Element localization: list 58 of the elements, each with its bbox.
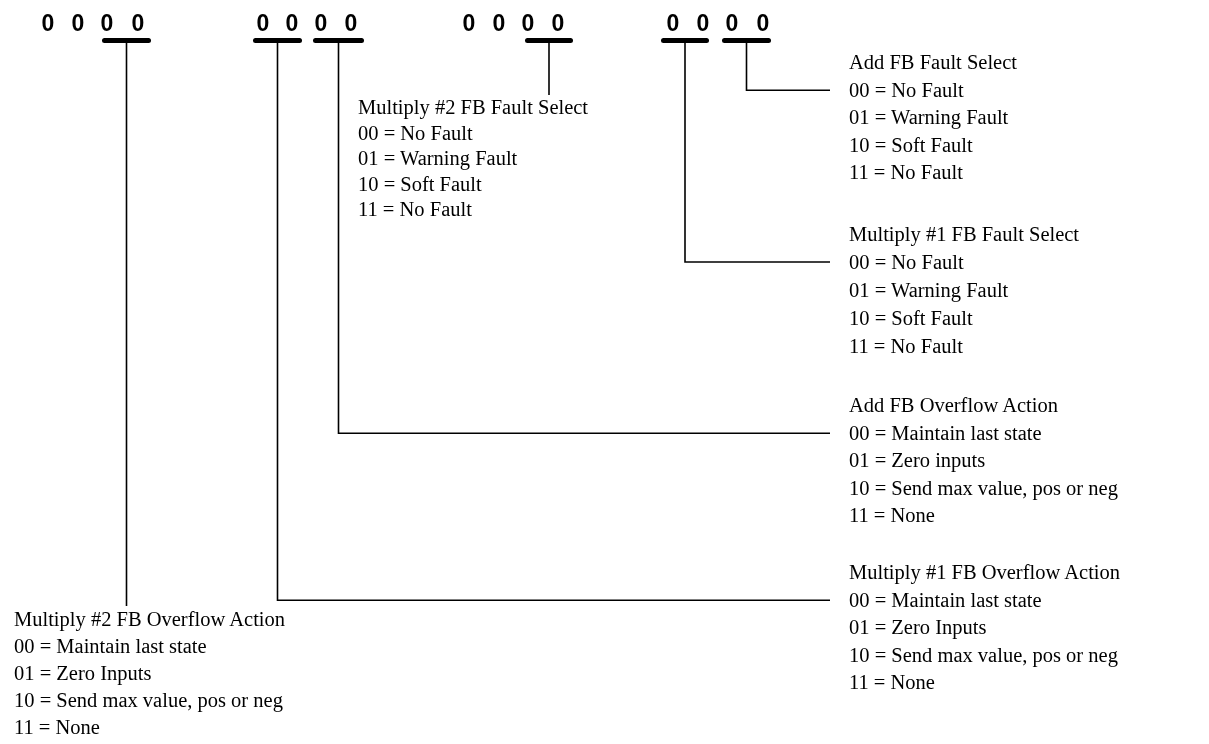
underline-bar — [722, 38, 771, 43]
underline-bar — [661, 38, 709, 43]
bit-digit: 0 — [696, 10, 710, 36]
option-line: 01 = Zero inputs — [849, 448, 987, 474]
underline-bar — [102, 38, 151, 43]
option-line: 00 = No Fault — [849, 77, 965, 103]
leader-line — [548, 42, 550, 96]
option-line: 11 = No Fault — [849, 334, 964, 359]
option-line: 00 = Maintain last state — [849, 420, 1043, 446]
option-line: 00 = Maintain last state — [14, 634, 208, 659]
field-title: Add FB Overflow Action — [849, 393, 1059, 418]
option-line: 01 = Warning Fault — [358, 146, 519, 172]
bit-digit: 0 — [285, 10, 299, 36]
bit-digit: 0 — [256, 10, 270, 36]
leader-line — [684, 42, 831, 263]
leader-line — [745, 42, 831, 92]
option-line: 11 = No Fault — [358, 197, 473, 222]
field-title: Multiply #1 FB Overflow Action — [849, 560, 1121, 586]
option-line: 10 = Send max value, pos or neg — [14, 688, 284, 714]
bit-digit: 0 — [551, 10, 565, 36]
option-line: 00 = No Fault — [849, 250, 965, 275]
bit-digit: 0 — [344, 10, 358, 36]
leader-line — [125, 42, 128, 607]
underline-bar — [313, 38, 364, 43]
option-line: 00 = Maintain last state — [849, 587, 1043, 613]
option-line: 10 = Soft Fault — [849, 306, 974, 331]
option-line: 11 = None — [849, 670, 936, 695]
option-line: 11 = No Fault — [849, 160, 964, 185]
option-line: 10 = Send max value, pos or neg — [849, 642, 1119, 669]
bit-digit: 0 — [131, 10, 145, 36]
option-line: 11 = None — [849, 503, 936, 528]
bit-digit: 0 — [100, 10, 114, 36]
option-line: 01 = Warning Fault — [849, 105, 1010, 131]
bit-digit: 0 — [41, 10, 55, 36]
bit-digit: 0 — [71, 10, 85, 36]
bit-digit: 0 — [492, 10, 506, 36]
bit-digit: 0 — [666, 10, 680, 36]
underline-bar — [525, 38, 573, 43]
field-title: Multiply #2 FB Fault Select — [358, 95, 589, 121]
option-line: 10 = Soft Fault — [358, 171, 483, 197]
bit-digit: 0 — [314, 10, 328, 36]
bit-digit: 0 — [725, 10, 739, 36]
option-line: 11 = None — [14, 715, 101, 740]
field-title: Multiply #2 FB Overflow Action — [14, 607, 286, 633]
option-line: 01 = Warning Fault — [849, 278, 1010, 304]
option-line: 10 = Send max value, pos or neg — [849, 475, 1118, 502]
leader-line — [337, 42, 831, 435]
underline-bar — [253, 38, 302, 43]
option-line: 01 = Zero Inputs — [849, 615, 988, 641]
option-line: 01 = Zero Inputs — [14, 661, 153, 687]
leader-line — [276, 42, 831, 602]
option-line: 00 = No Fault — [358, 120, 474, 146]
bit-digit: 0 — [521, 10, 535, 36]
field-title: Add FB Fault Select — [849, 50, 1017, 75]
field-title: Multiply #1 FB Fault Select — [849, 222, 1080, 248]
bit-digit: 0 — [756, 10, 770, 36]
bit-digit: 0 — [462, 10, 476, 36]
option-line: 10 = Soft Fault — [849, 132, 974, 158]
